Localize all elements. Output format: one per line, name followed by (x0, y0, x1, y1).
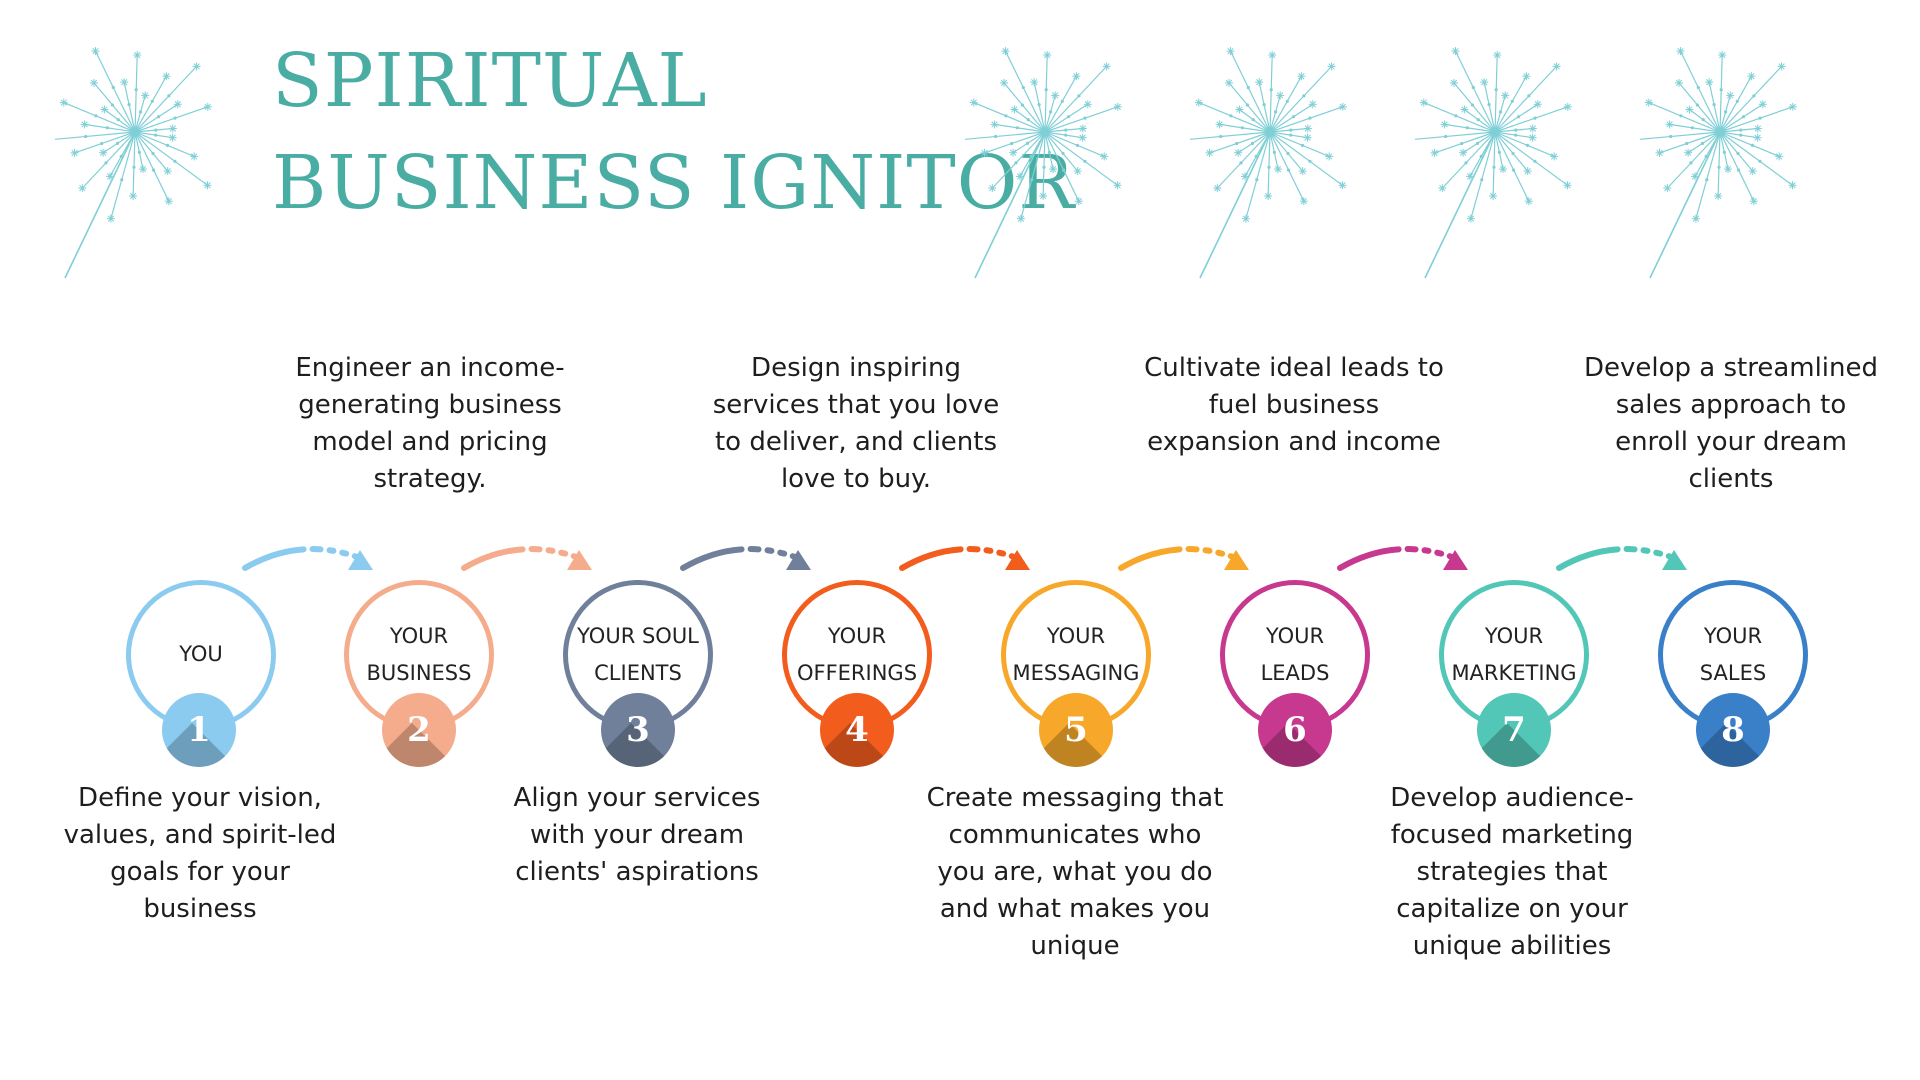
step-5-label: YOUR MESSAGING (991, 618, 1161, 692)
step-2-description: Engineer an income-generating business m… (295, 353, 565, 494)
step-2-label: YOUR BUSINESS (334, 618, 504, 692)
step-4-label-line-1: YOUR (827, 624, 887, 648)
step-5-label-line-1: YOUR (1046, 624, 1106, 648)
sparkler-icon (1190, 47, 1347, 279)
step-1-label-line-1: YOU (179, 642, 223, 666)
step-4-label-line-2: OFFERINGS (796, 661, 918, 685)
step-7-description: Develop audience-focused marketing strat… (1390, 783, 1634, 961)
step-5-number: 5 (1064, 710, 1088, 750)
sparkler-icon (1640, 47, 1797, 279)
step-8-number: 8 (1721, 710, 1745, 750)
step-5-number-badge: 5 (1039, 693, 1113, 767)
step-2-number: 2 (407, 710, 431, 750)
step-7-label-line-1: YOUR (1484, 624, 1544, 648)
connector-arrow-4 (899, 546, 1030, 571)
page-title: SPIRITUAL BUSINESS IGNITOR (272, 30, 1075, 234)
step-2-number-badge: 2 (382, 693, 456, 767)
step-8-label: YOUR SALES (1648, 618, 1818, 692)
step-3-label-line-1: YOUR SOUL (577, 624, 699, 648)
step-8-label-line-1: YOUR (1703, 624, 1763, 648)
connector-arrow-7 (1556, 546, 1687, 571)
step-8-number-badge: 8 (1696, 693, 1770, 767)
step-3-number-badge: 3 (601, 693, 675, 767)
step-6-label-line-2: LEADS (1260, 661, 1330, 685)
connector-arrow-3 (680, 546, 811, 571)
title-line-2: BUSINESS IGNITOR (272, 140, 1076, 226)
step-6-label-line-1: YOUR (1265, 624, 1325, 648)
connector-arrow-6 (1337, 546, 1468, 571)
step-6-description: Cultivate ideal leads to fuel business e… (1144, 353, 1444, 457)
step-4-number-badge: 4 (820, 693, 894, 767)
connector-arrow-1 (242, 546, 373, 571)
step-3-label-line-2: CLIENTS (594, 661, 682, 685)
step-1-number: 1 (187, 710, 211, 750)
connector-arrow-2 (461, 546, 592, 571)
step-2-label-line-2: BUSINESS (366, 661, 472, 685)
step-8-label-line-2: SALES (1699, 661, 1767, 685)
step-1-number-badge: 1 (162, 693, 236, 767)
connector-arrow-5 (1118, 546, 1249, 571)
step-6-number-badge: 6 (1258, 693, 1332, 767)
step-6-number: 6 (1283, 710, 1307, 750)
step-8-description: Develop a streamlined sales approach to … (1583, 353, 1879, 494)
step-5-label-line-2: MESSAGING (1012, 661, 1140, 685)
step-4-label: YOUR OFFERINGS (772, 618, 942, 692)
step-3-number: 3 (626, 710, 650, 750)
step-3-label: YOUR SOUL CLIENTS (553, 618, 723, 692)
step-7-label: YOUR MARKETING (1429, 618, 1599, 692)
step-2-label-line-1: YOUR (389, 624, 449, 648)
step-7-label-line-2: MARKETING (1451, 661, 1577, 685)
step-4-number: 4 (845, 710, 869, 750)
sparkler-icon (1415, 47, 1572, 279)
step-3-description: Align your services with your dream clie… (513, 783, 761, 887)
step-7-number: 7 (1502, 710, 1526, 750)
title-line-1: SPIRITUAL (272, 38, 708, 124)
step-1-description: Define your vision, values, and spirit-l… (63, 783, 337, 924)
step-1-label: YOU (116, 636, 286, 673)
step-7-number-badge: 7 (1477, 693, 1551, 767)
step-6-label: YOUR LEADS (1210, 618, 1380, 692)
step-5-description: Create messaging that communicates who y… (926, 783, 1224, 961)
sparkler-icon (965, 47, 1122, 279)
sparkler-icon (55, 47, 212, 279)
step-4-description: Design inspiring services that you love … (712, 353, 1000, 494)
